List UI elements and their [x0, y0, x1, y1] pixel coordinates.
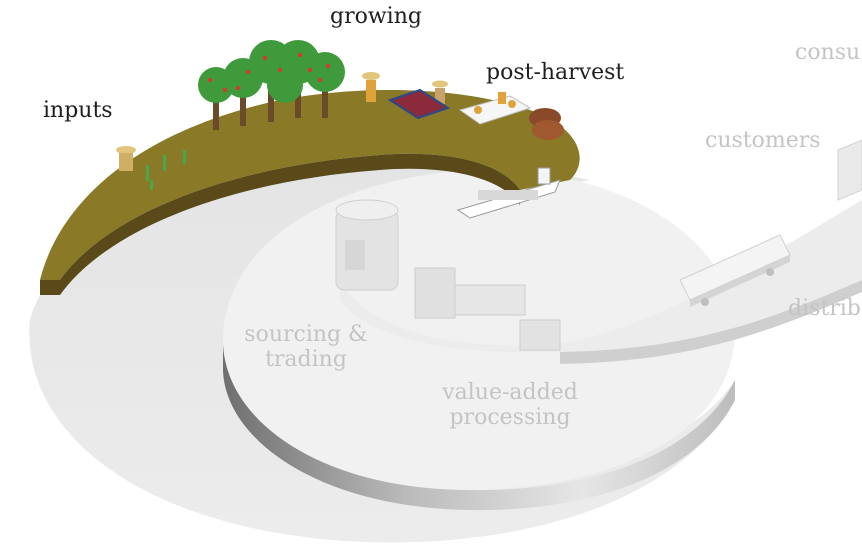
sorting-table-icon: [458, 92, 532, 125]
factory-machine-icon: [414, 267, 561, 351]
silo-icon: [335, 199, 399, 291]
stage-label-distribution: distrib: [788, 296, 861, 321]
outer-spiral-base: [29, 150, 736, 543]
seedling-icon: [146, 150, 186, 190]
distribution-track: [340, 200, 862, 364]
tree-icon: [198, 40, 345, 130]
warehouse-icon: [837, 139, 862, 201]
stage-label-sourcing-trading: sourcing & trading: [236, 322, 376, 373]
soil-arc: [40, 89, 580, 295]
sack-icon: [529, 108, 564, 140]
processing-line-2: processing: [449, 405, 571, 431]
stage-label-post-harvest: post-harvest: [486, 60, 625, 85]
stage-label-value-added-processing: value-added processing: [425, 380, 595, 431]
harvest-mat-icon: [387, 88, 451, 120]
stage-label-growing: growing: [330, 4, 422, 29]
sourcing-line-1: sourcing &: [244, 322, 368, 347]
sourcing-line-2: trading: [265, 347, 347, 373]
truck-icon: [679, 234, 791, 307]
farmer-icon: [116, 72, 448, 171]
cargo-ship-icon: [456, 167, 561, 219]
stage-label-inputs: inputs: [43, 98, 113, 123]
stage-label-customers: customers: [705, 128, 821, 153]
processing-line-1: value-added: [442, 380, 578, 405]
stage-label-consumers: consu: [795, 40, 861, 65]
